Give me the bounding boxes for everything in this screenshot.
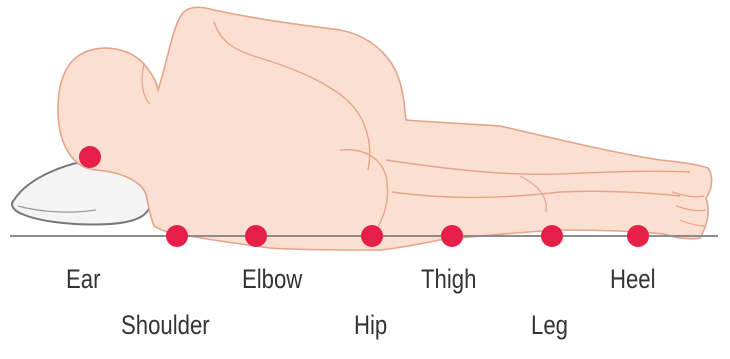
leg-label: Leg	[531, 312, 568, 339]
ear-marker	[79, 146, 101, 168]
thigh-label: Thigh	[421, 266, 476, 293]
thigh-marker	[441, 225, 463, 247]
shoulder-label: Shoulder	[121, 312, 210, 339]
ear-label: Ear	[66, 266, 100, 293]
hip-marker	[361, 225, 383, 247]
heel-label: Heel	[610, 266, 656, 293]
leg-marker	[541, 225, 563, 247]
heel-marker	[627, 225, 649, 247]
shoulder-marker	[166, 225, 188, 247]
hip-label: Hip	[354, 312, 387, 339]
elbow-label: Elbow	[242, 266, 302, 293]
body-silhouette	[58, 7, 712, 250]
elbow-marker	[245, 225, 267, 247]
